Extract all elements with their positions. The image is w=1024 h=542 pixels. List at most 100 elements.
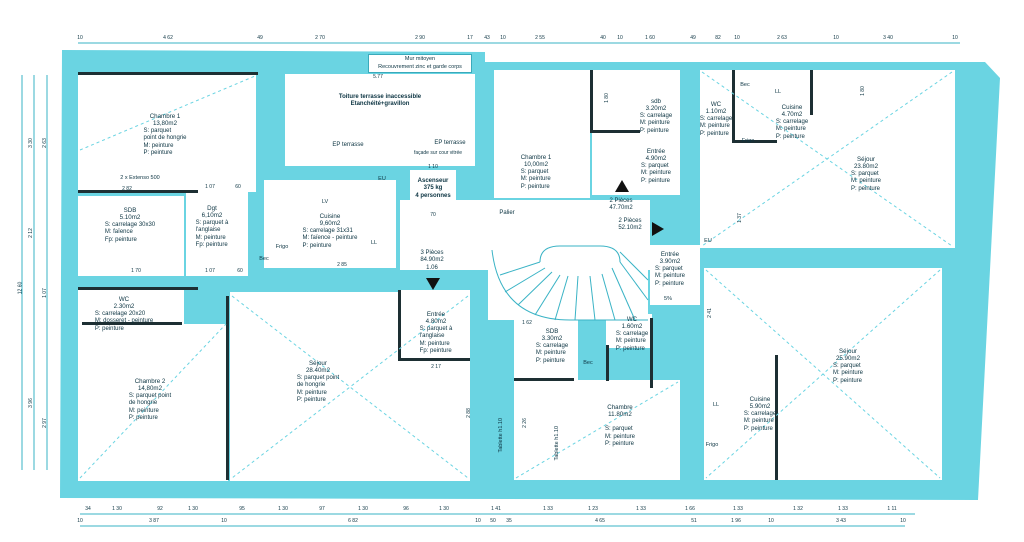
room-name: Entrée	[646, 148, 666, 155]
dimension-label: 92	[157, 506, 163, 512]
apartment-area: 52.10m2	[618, 225, 642, 232]
party-wall-note: Mur mitoyen Recouvrement zinc et garde c…	[368, 54, 472, 73]
fixture-label: Frigo	[741, 138, 755, 144]
dimension-label: 1 30	[112, 506, 122, 512]
apartment-extra: 1.06	[426, 264, 438, 271]
dimension-label: 2 12	[27, 228, 34, 238]
room-finish: Fp: peinture	[195, 242, 228, 249]
dimension-label: 2 63	[777, 35, 787, 41]
dimension-label: 3 87	[149, 518, 159, 524]
room-name: WC	[710, 101, 722, 108]
room-finish: S: carrelage	[535, 342, 569, 349]
fixture-label: Tablette h1.10	[498, 417, 505, 453]
interior-dimension-label: 2 88	[465, 408, 472, 418]
room-finish: S: carrelage 31x31	[302, 227, 353, 234]
room-area: 1.10m2	[705, 108, 727, 116]
elevator-title: Ascenseur	[417, 178, 449, 184]
interior-dimension-label: 2 26	[521, 418, 528, 428]
room-name: SDB	[545, 328, 559, 335]
interior-dimension-label: 1 07	[205, 184, 215, 190]
room-area: 4.80m2	[425, 318, 447, 326]
dimension-label: 3 96	[27, 398, 34, 408]
dimension-label: 17	[467, 35, 473, 41]
room-finish: P: peinture	[535, 357, 565, 364]
dimension-label: 1 60	[645, 35, 655, 41]
room-finish: P: peinture	[94, 325, 124, 332]
room-name: Cuisine	[749, 396, 771, 403]
room-name: Cuisine	[781, 104, 803, 111]
interior-dimension-label: 1 80	[859, 86, 866, 96]
party-wall-label: Mur mitoyen	[404, 56, 436, 62]
room-name: Chambre 2	[134, 378, 166, 385]
room-area: 25.90m2	[835, 355, 861, 363]
room-finish: S: parquet	[832, 362, 861, 369]
dimension-label: 95	[239, 506, 245, 512]
dimension-label: 82	[715, 35, 721, 41]
room-finish: S: parquet	[654, 265, 683, 272]
room-area: 2.30m2	[113, 303, 135, 311]
room-finish: P: peinture	[850, 185, 881, 192]
room-finish: P: peinture	[699, 130, 729, 137]
roof-width-dim: 5.77	[373, 74, 383, 80]
dimension-label: 10	[475, 518, 481, 524]
room-finish	[605, 419, 635, 426]
room-areas	[78, 70, 955, 481]
room-finish: l'anglaise	[195, 227, 221, 234]
dimension-label: 49	[690, 35, 696, 41]
dimension-label: 1 30	[439, 506, 449, 512]
dimension-label: 10	[768, 518, 774, 524]
room-finish: M: peinture	[850, 178, 882, 185]
room-finish: P: peinture	[654, 280, 685, 287]
dimension-label: 1 30	[358, 506, 368, 512]
room-area: 5.90m2	[749, 403, 771, 411]
room-finish: M: faïence	[104, 229, 133, 236]
room-name: Chambre	[607, 404, 633, 411]
room-finish: M: peinture	[535, 350, 566, 357]
room-finish: P: peinture	[128, 415, 158, 422]
dimension-label: 1 30	[188, 506, 198, 512]
room-name: WC	[626, 316, 638, 323]
dimension-label: 34	[85, 506, 91, 512]
room-finish: P: peinture	[832, 377, 863, 384]
room-finish: M: peinture	[639, 120, 670, 127]
room-finish: S: parquet	[520, 168, 549, 175]
dimension-label: 10	[900, 518, 906, 524]
room-area: 9,60m2	[319, 220, 341, 228]
room-finish: M: peinture	[419, 340, 450, 347]
room-finish: S: carrelage	[775, 118, 809, 125]
fixture-label: EU	[378, 176, 386, 182]
interior-dimension-label: 2 85	[337, 262, 347, 268]
interior-dimension-label: 2 17	[431, 364, 441, 370]
facade-note: façade sur cour vitrée	[413, 150, 463, 156]
dimension-label: 96	[403, 506, 409, 512]
apartment-label: 2 Pièces	[609, 198, 633, 204]
elevator: Ascenseur 375 kg 4 personnes	[415, 178, 450, 200]
room-area: 14,80m2	[137, 385, 163, 393]
wall-segments	[78, 70, 813, 480]
room-finish: P: peinture	[615, 345, 645, 352]
elevator-dim-bottom: 70	[430, 212, 436, 218]
roof-title-line1: Toiture terrasse inaccessible	[338, 94, 422, 100]
interior-dimension-label: 2 82	[122, 186, 132, 192]
room-finish: l'anglaise	[419, 333, 445, 340]
apartment-area: 47.70m2	[609, 205, 633, 212]
room-area: 23.80m2	[853, 163, 879, 171]
fixture-label: Bec	[259, 256, 269, 262]
room-finish: P: peinture	[775, 133, 805, 140]
dimension-label: 3 30	[27, 138, 34, 148]
room-finish: M: peinture	[128, 407, 159, 414]
dimension-label: 10	[77, 518, 83, 524]
entrance-arrows	[426, 180, 664, 290]
room-finish: P: peinture	[143, 150, 173, 157]
room-finish: Fp: peinture	[419, 348, 452, 355]
room-finish: S: parquet point	[296, 374, 340, 381]
